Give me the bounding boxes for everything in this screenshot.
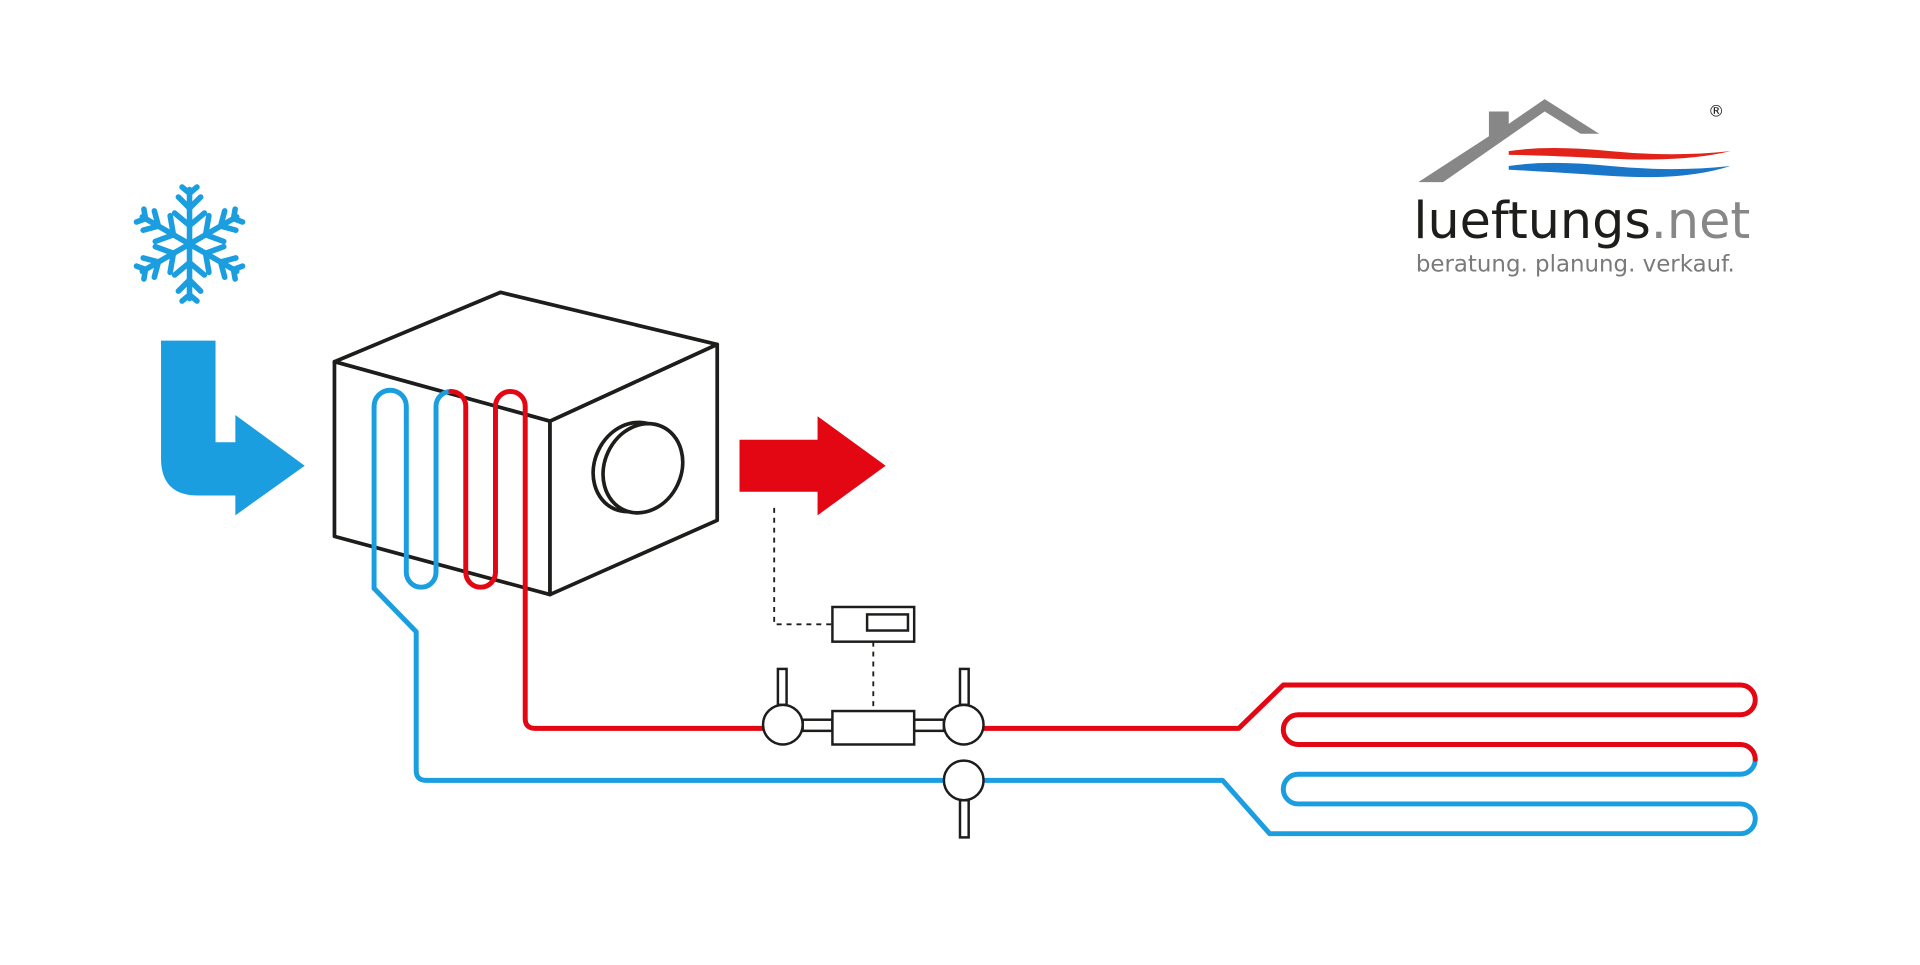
logo-tagline: beratung. planung. verkauf. xyxy=(1416,251,1735,277)
logo-tld: .net xyxy=(1651,191,1750,250)
valve-actuator xyxy=(831,709,916,746)
controller-display xyxy=(865,613,910,632)
snowflake-icon xyxy=(133,184,247,301)
valve-left xyxy=(761,703,804,746)
control-wiring xyxy=(773,507,875,712)
logo-registered-mark: ® xyxy=(1708,101,1724,120)
logo-blue-wave xyxy=(1508,162,1731,178)
logo-red-wave xyxy=(1508,148,1731,160)
warm-air-outlet-arrow xyxy=(739,416,886,516)
return-pipe-cold xyxy=(371,585,947,783)
svg-text:lueftungs.net: lueftungs.net xyxy=(1413,191,1750,250)
controller xyxy=(831,605,916,643)
ground-loop-cold xyxy=(981,756,1758,837)
cold-air-inlet-arrow xyxy=(161,340,305,516)
valve-bottom xyxy=(942,759,985,802)
coil-cold-section xyxy=(371,387,454,591)
valve-stem-right xyxy=(958,667,970,707)
valve-assembly xyxy=(761,667,985,839)
valve-right xyxy=(942,703,985,746)
logo-name: lueftungs xyxy=(1413,191,1650,250)
duct-connector-front xyxy=(601,421,685,515)
ground-loop-warm xyxy=(981,682,1758,762)
valve-stem-bottom xyxy=(958,798,970,839)
coil-warm-section xyxy=(448,388,766,731)
logo-roof-icon xyxy=(1418,99,1600,183)
valve-stem-left xyxy=(776,667,788,707)
lueftungs-logo: ® lueftungs.net beratung. planung. verka… xyxy=(1413,99,1750,277)
